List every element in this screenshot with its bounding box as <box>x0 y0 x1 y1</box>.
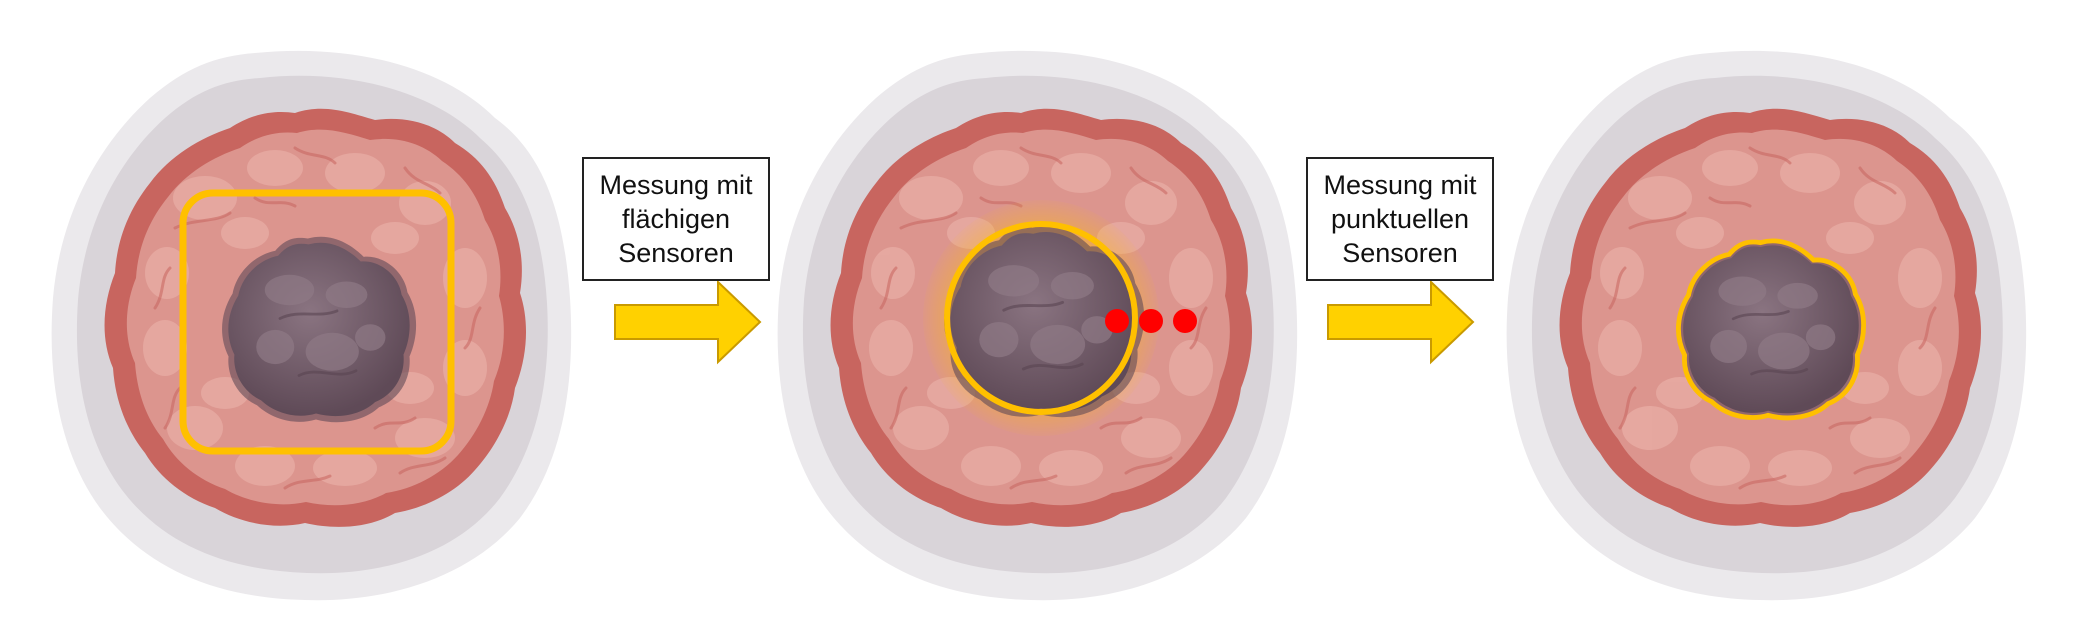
step-label-line: flächigen <box>621 204 731 234</box>
point-sensor-dot <box>1139 309 1163 333</box>
tissue-sample-after <box>1505 49 2028 602</box>
planar-measurement-boundary <box>944 221 1138 415</box>
step-label-line: Messung mit <box>1323 170 1477 200</box>
step-label-line: Sensoren <box>1342 238 1458 268</box>
tissue-sample-intermediate <box>776 49 1299 602</box>
step-label-planar-sensors: Messung mit flächigen Sensoren <box>582 157 770 281</box>
tissue-sample-before <box>50 49 573 602</box>
step-label-line: Messung mit <box>599 170 753 200</box>
planar-sensor-area-marker <box>179 189 455 455</box>
point-sensor-dot <box>1105 309 1129 333</box>
precise-tumor-boundary <box>1676 238 1866 421</box>
arrow-right-icon <box>614 279 762 365</box>
arrow-right-icon <box>1327 279 1475 365</box>
step-label-point-sensors: Messung mit punktuellen Sensoren <box>1306 157 1494 281</box>
point-sensor-dot <box>1173 309 1197 333</box>
step-label-line: punktuellen <box>1330 204 1470 234</box>
step-label-line: Sensoren <box>618 238 734 268</box>
